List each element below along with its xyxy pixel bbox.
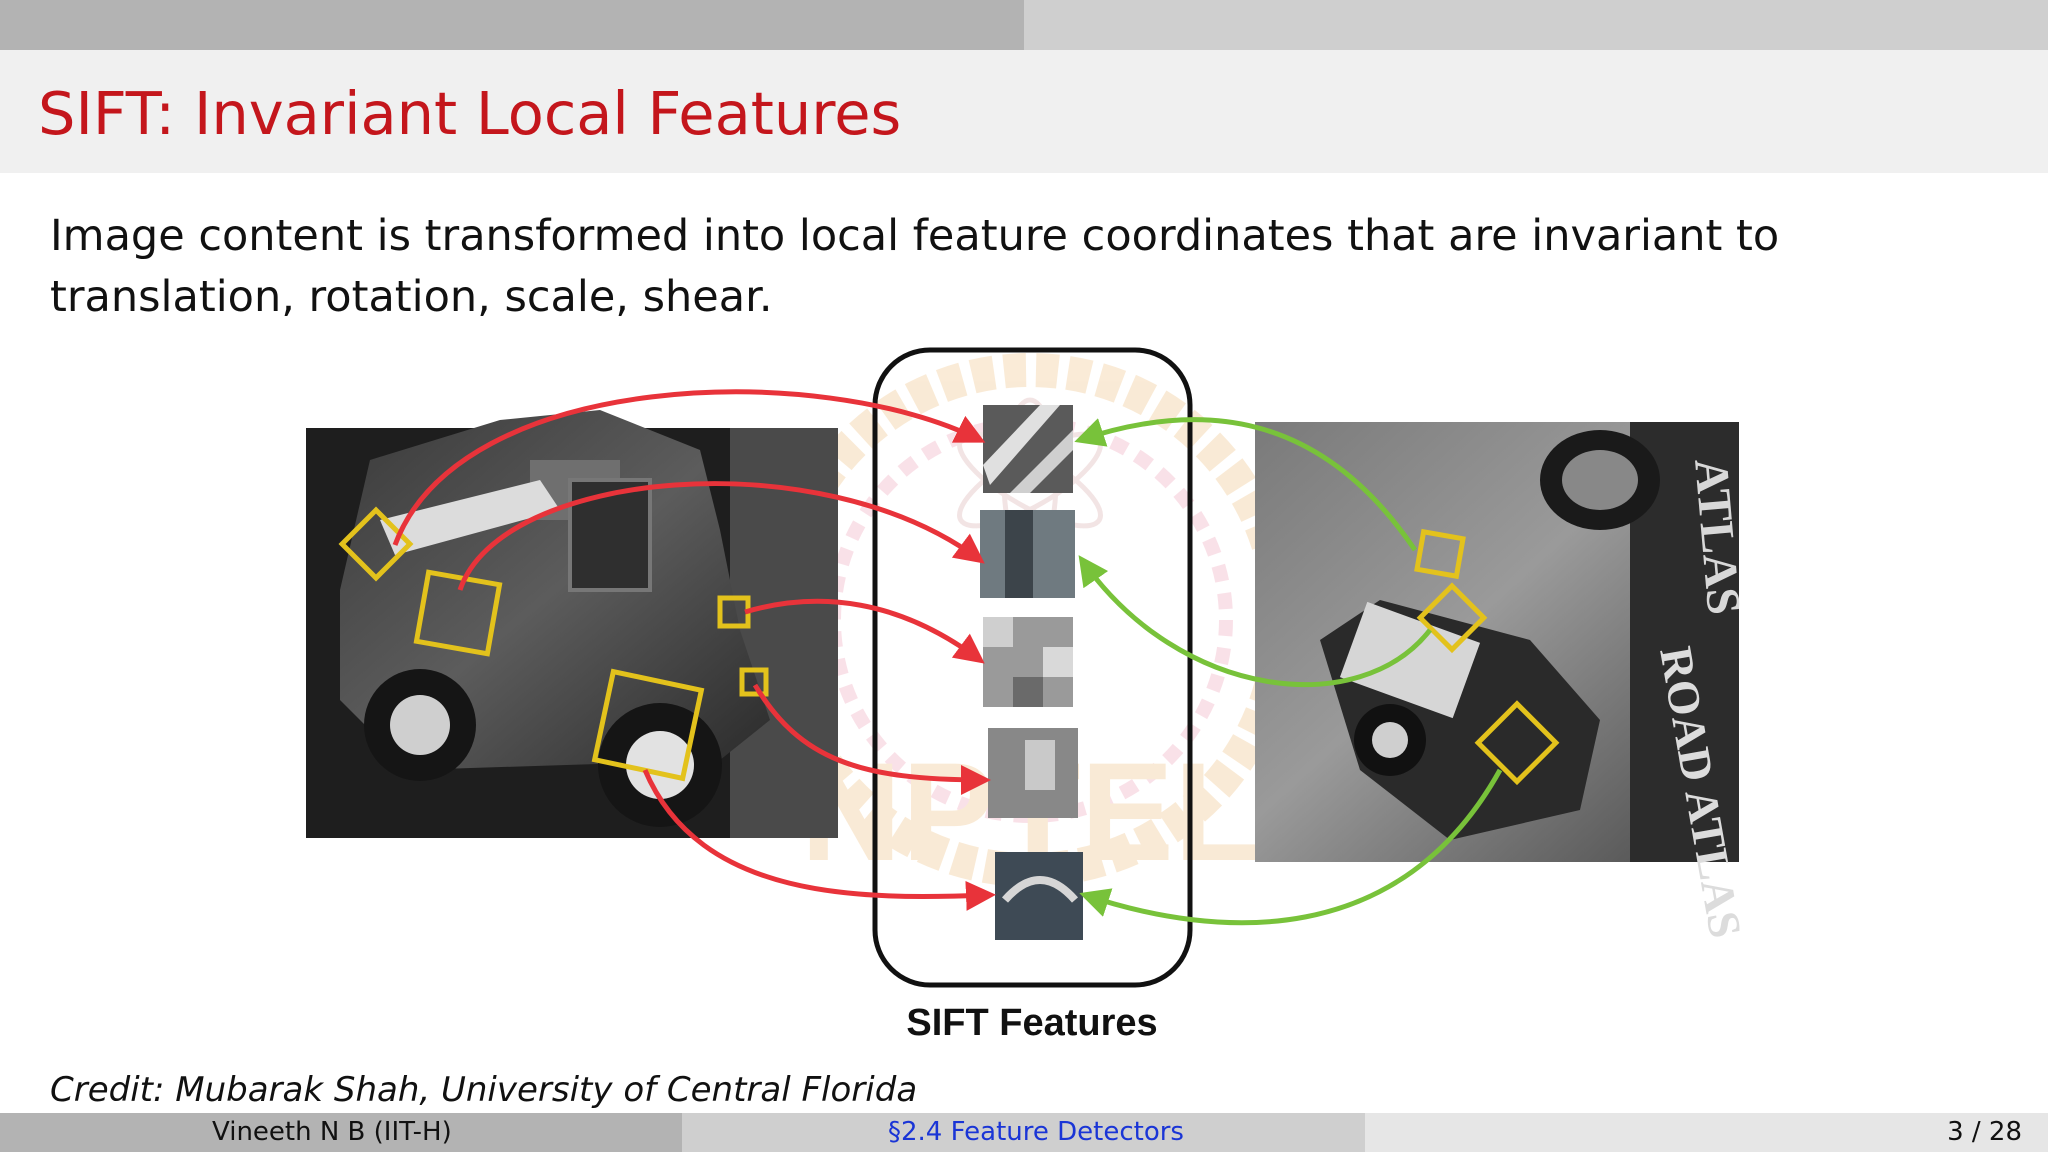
right-keypoint-1	[1414, 528, 1466, 580]
footer-author-section: Vineeth N B (IIT-H)	[0, 1113, 682, 1152]
slide-title: SIFT: Invariant Local Features	[38, 79, 902, 148]
feature-patch-3	[983, 617, 1073, 707]
right-keypoint-3	[1474, 700, 1560, 786]
footer-author: Vineeth N B (IIT-H)	[212, 1117, 452, 1147]
green-arrow-3	[1079, 768, 1503, 926]
feature-patch-4	[988, 728, 1078, 818]
footer-page-section: 3 / 28	[1365, 1113, 2048, 1152]
right-match-arrows	[1074, 417, 1503, 926]
red-arrow-4	[752, 683, 991, 795]
feature-patch-1	[983, 405, 1073, 493]
red-arrow-2	[457, 481, 985, 591]
slide-body-text: Image content is transformed into local …	[50, 211, 1780, 322]
feature-patches	[980, 405, 1083, 940]
red-arrow-3	[744, 598, 985, 664]
left-truck-image	[306, 410, 838, 838]
footer-section-link[interactable]: §2.4 Feature Detectors	[682, 1113, 1365, 1152]
feature-patch-2	[980, 510, 1075, 598]
right-keypoint-boxes	[1414, 528, 1560, 786]
top-progress-bar	[0, 0, 2048, 50]
footer-bar: Vineeth N B (IIT-H) §2.4 Feature Detecto…	[0, 1113, 2048, 1152]
red-arrow-5	[642, 769, 996, 911]
left-match-arrows	[392, 389, 996, 911]
sift-figure-svg: NPTEL ATLAS ROAD ATLAS	[306, 347, 1750, 1044]
top-bar-right-segment	[1024, 0, 2048, 50]
title-band	[0, 50, 2048, 173]
green-arrow-1	[1074, 417, 1418, 552]
sift-figure: NPTEL ATLAS ROAD ATLAS	[300, 340, 1750, 1050]
footer-section-title[interactable]: §2.4 Feature Detectors	[888, 1117, 1184, 1147]
left-keypoint-4	[739, 667, 769, 697]
feature-patch-5	[995, 852, 1083, 940]
left-keypoint-1	[338, 506, 414, 582]
credit-line: Credit: Mubarak Shah, University of Cent…	[50, 1070, 918, 1110]
right-keypoint-2	[1416, 582, 1488, 654]
red-arrow-1	[392, 389, 986, 546]
left-keypoint-5	[591, 668, 705, 782]
green-arrow-2	[1078, 555, 1432, 688]
right-scene-image: ATLAS ROAD ATLAS	[1255, 422, 1750, 942]
figure-caption: SIFT Features	[906, 1002, 1157, 1044]
sift-features-container	[872, 347, 1193, 988]
left-keypoint-boxes	[338, 506, 769, 782]
top-bar-left-segment	[0, 0, 1024, 50]
footer-page-number: 3 / 28	[1947, 1117, 2022, 1147]
